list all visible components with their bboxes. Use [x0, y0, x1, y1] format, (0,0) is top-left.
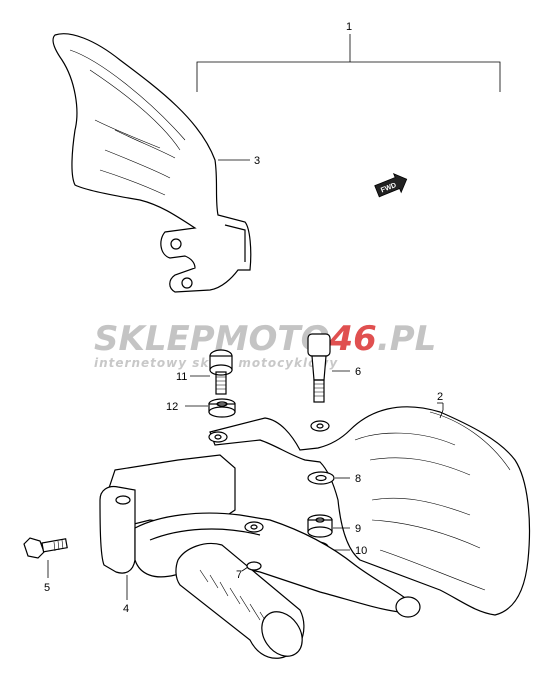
callout-7: 7 — [236, 569, 242, 581]
fwd-arrow-icon: FWD — [374, 172, 408, 198]
washer: 8 — [307, 471, 361, 485]
callout-8: 8 — [355, 473, 361, 485]
callout-3: 3 — [254, 155, 260, 167]
watermark: SKLEPMOTO46.PL internetowy sklep motocyk… — [94, 319, 436, 370]
callout-4: 4 — [123, 603, 129, 615]
callout-6: 6 — [355, 366, 361, 378]
callout-1: 1 — [346, 21, 352, 33]
wm-brand-3: 46 — [329, 319, 377, 359]
screw: 5 — [23, 537, 68, 594]
callout-10: 10 — [355, 545, 367, 557]
callout-12: 12 — [166, 401, 178, 413]
assembly-bracket: 1 — [196, 21, 501, 92]
callout-5: 5 — [44, 582, 50, 594]
callout-9: 9 — [355, 523, 361, 535]
wm-brand-4: .PL — [377, 319, 437, 359]
hand-guard-lower: 2 — [208, 391, 531, 616]
callout-2: 2 — [437, 391, 443, 403]
lock-nut: 9 — [307, 514, 361, 538]
handlebar-assembly: 4 7 — [99, 454, 421, 659]
bolt-small: 11 — [176, 349, 233, 395]
callout-11: 11 — [176, 371, 187, 383]
hand-guard-upper: 3 — [52, 33, 260, 293]
wm-brand-1: SKLEP — [94, 319, 215, 359]
collar: 12 — [166, 398, 236, 418]
svg-text:SKLEPMOTO46.PL: SKLEPMOTO46.PL — [94, 319, 436, 359]
shoulder-bolt: 6 — [307, 333, 361, 403]
